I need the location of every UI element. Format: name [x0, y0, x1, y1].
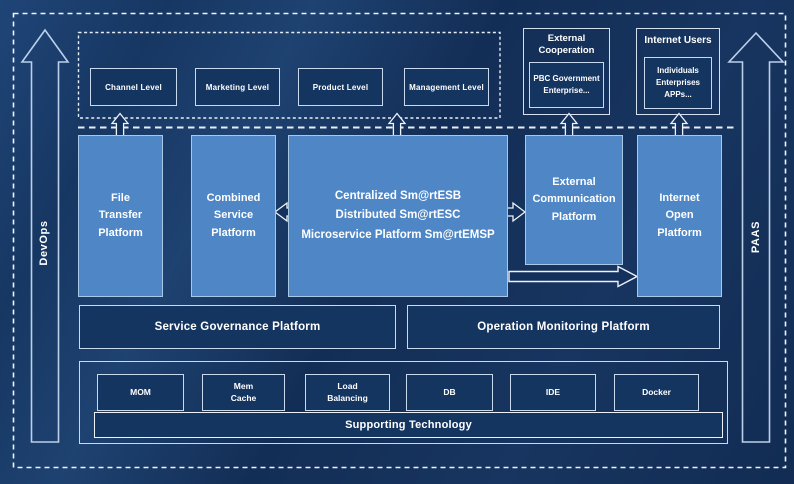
level-box-channel: Channel Level: [90, 68, 177, 106]
tech-box-ide: IDE: [510, 374, 596, 411]
external-cooperation-group: External Cooperation: [523, 28, 610, 115]
external-communication-platform-box: External Communication Platform: [525, 135, 623, 265]
level-box-product: Product Level: [298, 68, 383, 106]
devops-rail-label: DevOps: [38, 220, 50, 266]
up-arrow-esb: [387, 112, 407, 137]
service-governance-platform-box: Service Governance Platform: [79, 305, 396, 349]
devops-up-arrow: [20, 28, 70, 443]
external-cooperation-title: External Cooperation: [538, 33, 595, 56]
tech-box-load-balancing: Load Balancing: [305, 374, 390, 411]
level-group-dashed-border: [77, 31, 501, 119]
outer-dashed-border: [12, 12, 787, 469]
tech-box-mom: MOM: [97, 374, 184, 411]
supporting-technology-bar: Supporting Technology: [94, 412, 723, 438]
internet-users-group: Internet Users: [636, 28, 720, 115]
internet-open-platform-box: Internet Open Platform: [637, 135, 722, 297]
up-arrow-external-communication: [559, 112, 579, 137]
tech-box-mem-cache: Mem Cache: [202, 374, 285, 411]
level-box-management: Management Level: [404, 68, 489, 106]
esb-platform-box: Centralized Sm@rtESB Distributed Sm@rtES…: [288, 135, 508, 297]
up-arrow-file-transfer: [110, 112, 130, 137]
file-transfer-platform-box: File Transfer Platform: [78, 135, 163, 297]
paas-up-arrow: [727, 31, 785, 443]
paas-rail-label: PAAS: [750, 220, 762, 254]
pbc-government-enterprise-box: PBC Government Enterprise...: [529, 62, 604, 108]
operation-monitoring-platform-box: Operation Monitoring Platform: [407, 305, 720, 349]
level-box-marketing: Marketing Level: [195, 68, 280, 106]
esb-to-internet-open-long-arrow: [508, 265, 639, 288]
tech-box-docker: Docker: [614, 374, 699, 411]
esb-to-external-comm-right-arrow: [505, 201, 527, 223]
internet-users-title: Internet Users: [644, 35, 712, 46]
up-arrow-internet-open: [669, 112, 689, 137]
supporting-technology-group: [79, 361, 728, 444]
tech-box-db: DB: [406, 374, 493, 411]
individuals-enterprises-apps-box: Individuals Enterprises APPs...: [644, 57, 712, 109]
combined-service-platform-box: Combined Service Platform: [191, 135, 276, 297]
